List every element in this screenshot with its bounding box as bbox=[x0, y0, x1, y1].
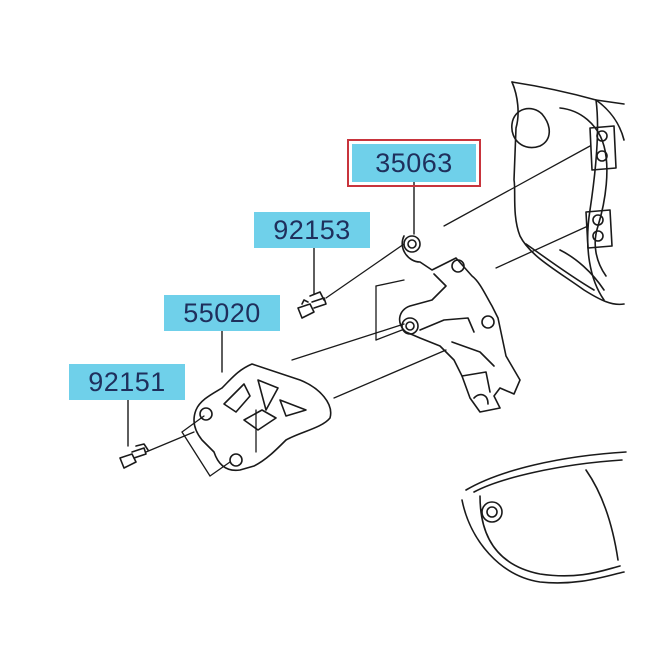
part-label-55020[interactable]: 55020 bbox=[164, 295, 280, 331]
bolt-92151-icon bbox=[119, 443, 149, 469]
frame-icon bbox=[511, 81, 625, 306]
part-label-35063[interactable]: 35063 bbox=[347, 139, 481, 187]
part-label-92153[interactable]: 92153 bbox=[254, 212, 370, 248]
bolt-92153-icon bbox=[297, 291, 327, 319]
engine-cover-icon bbox=[461, 451, 627, 584]
assembly-lines bbox=[145, 145, 591, 477]
part-label-92151[interactable]: 92151 bbox=[69, 364, 185, 400]
guard-plate-55020-icon bbox=[193, 363, 332, 472]
leader-lines bbox=[127, 181, 415, 447]
bracket-35063-icon bbox=[398, 235, 521, 413]
